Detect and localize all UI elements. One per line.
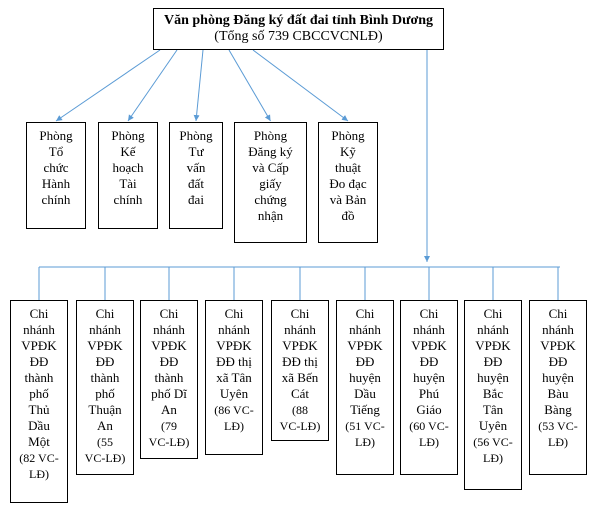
branch-staff-count: (79 VC-LĐ) (148, 419, 190, 449)
dept-label: Phòng Kế hoạch Tài chính (111, 128, 145, 207)
root-office-box: Văn phòng Đăng ký đất đai tỉnh Bình Dươn… (153, 8, 444, 50)
branch-staff-count: (53 VC- LĐ) (538, 419, 578, 449)
branch-label: Chi nhánh VPĐK ĐĐ thị xã Tân Uyên (216, 306, 252, 401)
root-office-staff-total: (Tổng số 739 CBCCVCNLĐ) (214, 29, 383, 44)
branch-staff-count: (55 VC-LĐ) (84, 435, 126, 465)
branch-label: Chi nhánh VPĐK ĐĐ thị xã Bến Cát (281, 306, 319, 401)
branch-staff-count: (82 VC- LĐ) (19, 451, 59, 481)
branch-box-8: Chi nhánh VPĐK ĐĐ huyện Bắc Tân Uyên(56 … (464, 300, 522, 490)
branch-label: Chi nhánh VPĐK ĐĐ huyện Dầu Tiếng (347, 306, 383, 417)
branch-box-1: Chi nhánh VPĐK ĐĐ thành phố Thủ Dầu Một(… (10, 300, 68, 503)
dept-box-5: Phòng Kỹ thuật Đo đạc và Bản đồ (318, 122, 378, 243)
branch-label: Chi nhánh VPĐK ĐĐ huyện Bắc Tân Uyên (475, 306, 511, 433)
dept-label: Phòng Đăng ký và Cấp giấy chứng nhận (248, 128, 293, 223)
connector-root-to-dept-1 (55, 49, 161, 122)
branch-box-5: Chi nhánh VPĐK ĐĐ thị xã Bến Cát(88 VC-L… (271, 300, 329, 441)
dept-label: Phòng Tổ chức Hành chính (39, 128, 73, 207)
root-office-title: Văn phòng Đăng ký đất đai tỉnh Bình Dươn… (163, 13, 434, 28)
dept-box-1: Phòng Tổ chức Hành chính (26, 122, 86, 229)
branch-staff-count: (60 VC- LĐ) (409, 419, 449, 449)
branch-box-3: Chi nhánh VPĐK ĐĐ thành phố Dĩ An(79 VC-… (140, 300, 198, 459)
dept-box-3: Phòng Tư vấn đất đai (169, 122, 223, 229)
dept-box-4: Phòng Đăng ký và Cấp giấy chứng nhận (234, 122, 307, 243)
branch-staff-count: (88 VC-LĐ) (279, 403, 321, 433)
branch-box-6: Chi nhánh VPĐK ĐĐ huyện Dầu Tiếng(51 VC-… (336, 300, 394, 475)
branch-staff-count: (86 VC- LĐ) (214, 403, 254, 433)
connector-root-to-dept-2 (127, 49, 178, 122)
branch-box-4: Chi nhánh VPĐK ĐĐ thị xã Tân Uyên(86 VC-… (205, 300, 263, 455)
branch-label: Chi nhánh VPĐK ĐĐ thành phố Thuận An (87, 306, 123, 433)
dept-box-2: Phòng Kế hoạch Tài chính (98, 122, 158, 229)
connector-root-to-dept-5 (252, 49, 349, 122)
branch-box-7: Chi nhánh VPĐK ĐĐ huyện Phú Giáo(60 VC- … (400, 300, 458, 475)
branch-label: Chi nhánh VPĐK ĐĐ huyện Bàu Bàng (540, 306, 576, 417)
branch-label: Chi nhánh VPĐK ĐĐ huyện Phú Giáo (411, 306, 447, 417)
branch-label: Chi nhánh VPĐK ĐĐ thành phố Thủ Dầu Một (21, 306, 57, 449)
branch-staff-count: (56 VC- LĐ) (473, 435, 513, 465)
branch-box-2: Chi nhánh VPĐK ĐĐ thành phố Thuận An(55 … (76, 300, 134, 475)
branch-label: Chi nhánh VPĐK ĐĐ thành phố Dĩ An (151, 306, 187, 417)
connector-root-to-dept-4 (228, 49, 271, 122)
dept-label: Phòng Tư vấn đất đai (179, 128, 213, 207)
branch-staff-count: (51 VC- LĐ) (345, 419, 385, 449)
connector-root-to-dept-3 (193, 49, 204, 122)
dept-label: Phòng Kỹ thuật Đo đạc và Bản đồ (329, 128, 367, 223)
branch-box-9: Chi nhánh VPĐK ĐĐ huyện Bàu Bàng(53 VC- … (529, 300, 587, 475)
